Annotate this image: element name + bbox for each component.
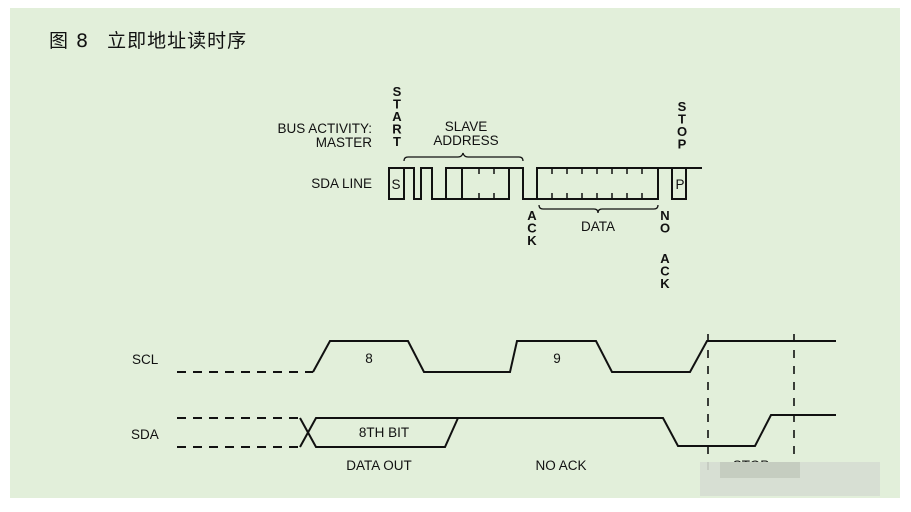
address-bits-box xyxy=(461,167,510,200)
master-label: MASTER xyxy=(316,135,373,150)
bit-ticks xyxy=(478,168,643,199)
stop-bit-box xyxy=(671,167,687,200)
sda-line-label: SDA LINE xyxy=(311,176,372,191)
figure-caption: 立即地址读时序 xyxy=(107,30,248,52)
clock-pulse-8: 8 xyxy=(365,351,373,366)
start-bit-box xyxy=(388,167,405,200)
figure-title: 图 8 立即地址读时序 xyxy=(49,26,247,53)
slave-label: SLAVE xyxy=(445,119,488,134)
stop-bit-label: P xyxy=(675,177,684,192)
sda-waveform xyxy=(177,414,836,448)
sda-label: SDA xyxy=(131,427,159,442)
clock-pulse-9: 9 xyxy=(553,351,561,366)
figure-panel xyxy=(10,8,900,498)
scl-waveform xyxy=(177,340,836,373)
eighth-bit-label: 8TH BIT xyxy=(359,425,409,440)
no-ack-phase-label: NO ACK xyxy=(535,458,586,473)
bus-activity-waveform xyxy=(388,167,702,200)
scl-line xyxy=(312,340,836,373)
sda-line xyxy=(299,414,836,448)
stop-condition-markers xyxy=(707,334,795,478)
data-out-label: DATA OUT xyxy=(346,458,412,473)
data-brace xyxy=(538,204,659,214)
sda-ack-wave xyxy=(509,167,538,200)
bus-activity-label: BUS ACTIVITY: xyxy=(277,121,372,136)
scl-label: SCL xyxy=(132,352,159,367)
data-label: DATA xyxy=(581,219,615,234)
sda-address-wave xyxy=(404,167,463,200)
address-label: ADDRESS xyxy=(433,133,498,148)
watermark-overlay-dark xyxy=(720,462,800,478)
start-bit-label: S xyxy=(391,177,400,192)
slave-address-brace xyxy=(403,152,524,162)
figure-number: 图 8 xyxy=(49,30,90,52)
